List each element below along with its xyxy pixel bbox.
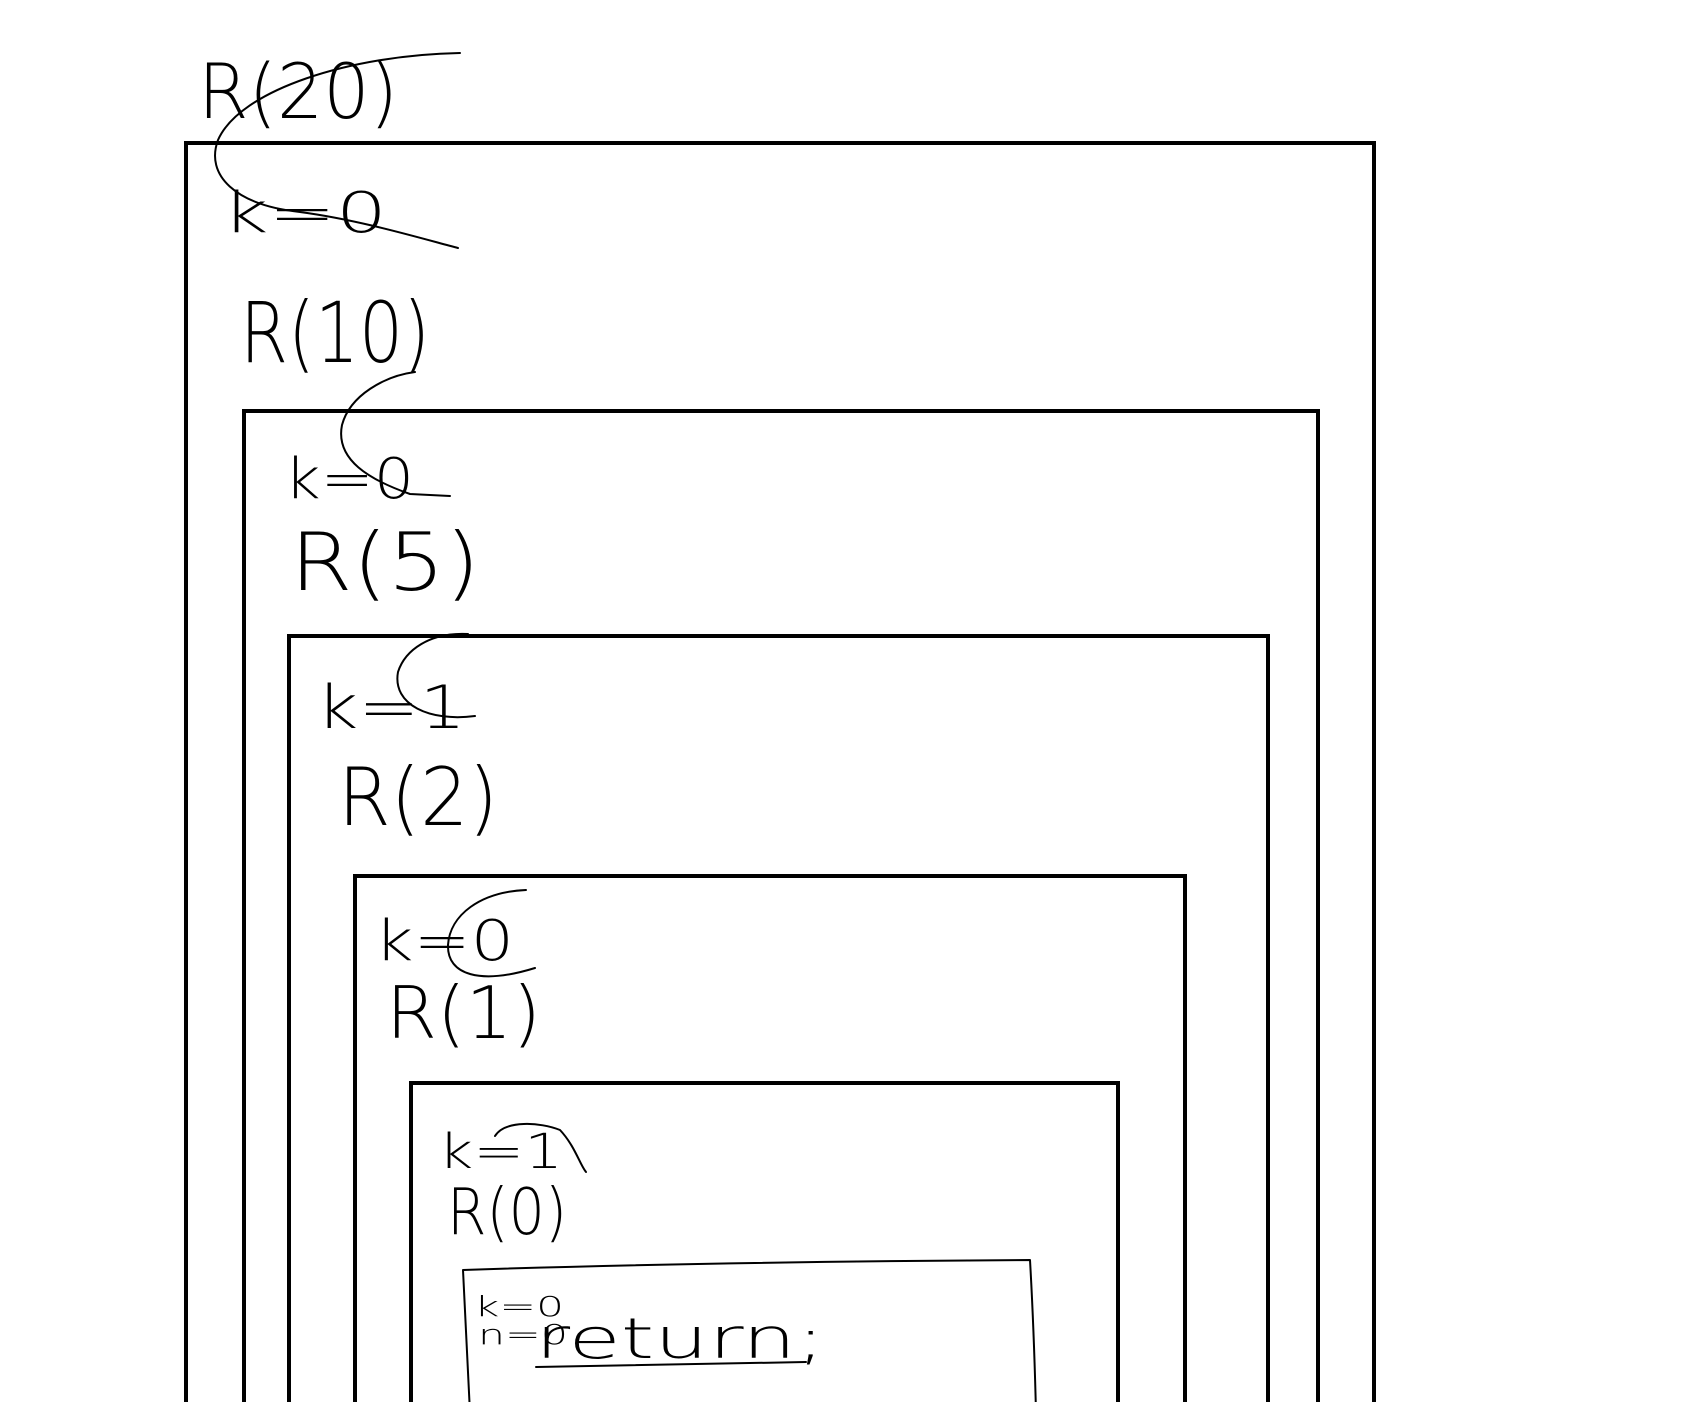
frame-r5-box xyxy=(287,634,1270,1402)
frame-r2-box xyxy=(353,874,1187,1402)
frame-r2-k: k=0 xyxy=(374,909,514,974)
frame-r20-call: R(20) xyxy=(198,47,398,136)
frame-r5-call: R(5) xyxy=(290,516,480,609)
base-case-n: n=0 xyxy=(478,1318,568,1351)
frame-r5-k: k=1 xyxy=(316,673,466,743)
frame-r2-call: R(2) xyxy=(338,751,498,844)
flow-squiggle-r2 xyxy=(446,889,536,978)
base-case-k: k=0 xyxy=(474,1290,564,1323)
frame-r10-call: R(10) xyxy=(240,284,430,382)
frame-r1-call: R(1) xyxy=(386,971,541,1055)
flow-squiggle-r1 xyxy=(494,1122,587,1173)
return-underline xyxy=(535,1361,807,1368)
flow-squiggle-top xyxy=(214,52,461,249)
frame-r1-box xyxy=(409,1081,1120,1402)
flow-squiggle-r5 xyxy=(396,632,476,719)
frame-r0-call: R(0) xyxy=(447,1176,567,1250)
frame-r10-box xyxy=(242,409,1320,1402)
flow-squiggle-r10 xyxy=(340,371,451,497)
base-case-return: return; xyxy=(535,1307,825,1372)
frame-r20-box xyxy=(184,141,1376,1402)
frame-r1-k: k=1 xyxy=(438,1124,563,1180)
base-case-box xyxy=(462,1259,1037,1402)
